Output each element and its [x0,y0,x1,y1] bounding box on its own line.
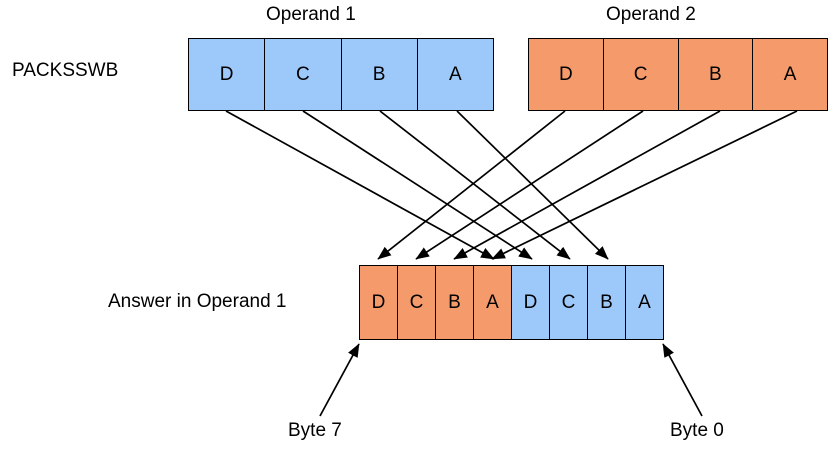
operand2-title: Operand 2 [606,4,696,25]
answer-register: D C B A D C B A [359,265,664,340]
instruction-mnemonic: PACKSSWB [12,60,119,81]
answer-cell-4: D [512,266,550,339]
arrow-byte-high [319,343,360,417]
arrow-op2-a [491,110,798,260]
operand2-cell-c: C [603,39,679,110]
arrow-op1-b [379,110,571,260]
answer-cell-1: C [398,266,436,339]
operand1-cell-d: D [189,39,266,110]
operand2-cell-a: A [753,39,827,110]
operand1-title: Operand 1 [266,4,356,25]
operand1-cell-a: A [417,39,493,110]
operand2-register: D C B A [528,38,828,111]
byte-high-label: Byte 7 [288,420,342,441]
operand1-register: D C B A [188,38,494,111]
operand2-cell-b: B [678,39,754,110]
answer-cell-7: A [626,266,663,339]
byte-low-label: Byte 0 [670,420,724,441]
operand1-cell-c: C [265,39,342,110]
arrow-op2-c [415,110,644,260]
answer-row-label: Answer in Operand 1 [108,291,287,312]
arrow-op2-b [453,110,721,260]
arrow-op1-d [225,110,495,260]
answer-cell-5: C [550,266,588,339]
arrow-byte-low [662,343,703,417]
arrow-op1-a [456,110,609,260]
answer-cell-0: D [360,266,398,339]
operand1-cell-b: B [341,39,418,110]
arrow-op2-d [377,110,566,260]
answer-cell-6: B [588,266,626,339]
answer-cell-2: B [436,266,474,339]
operand2-cell-d: D [529,39,604,110]
arrow-op1-c [302,110,533,260]
answer-cell-3: A [474,266,512,339]
